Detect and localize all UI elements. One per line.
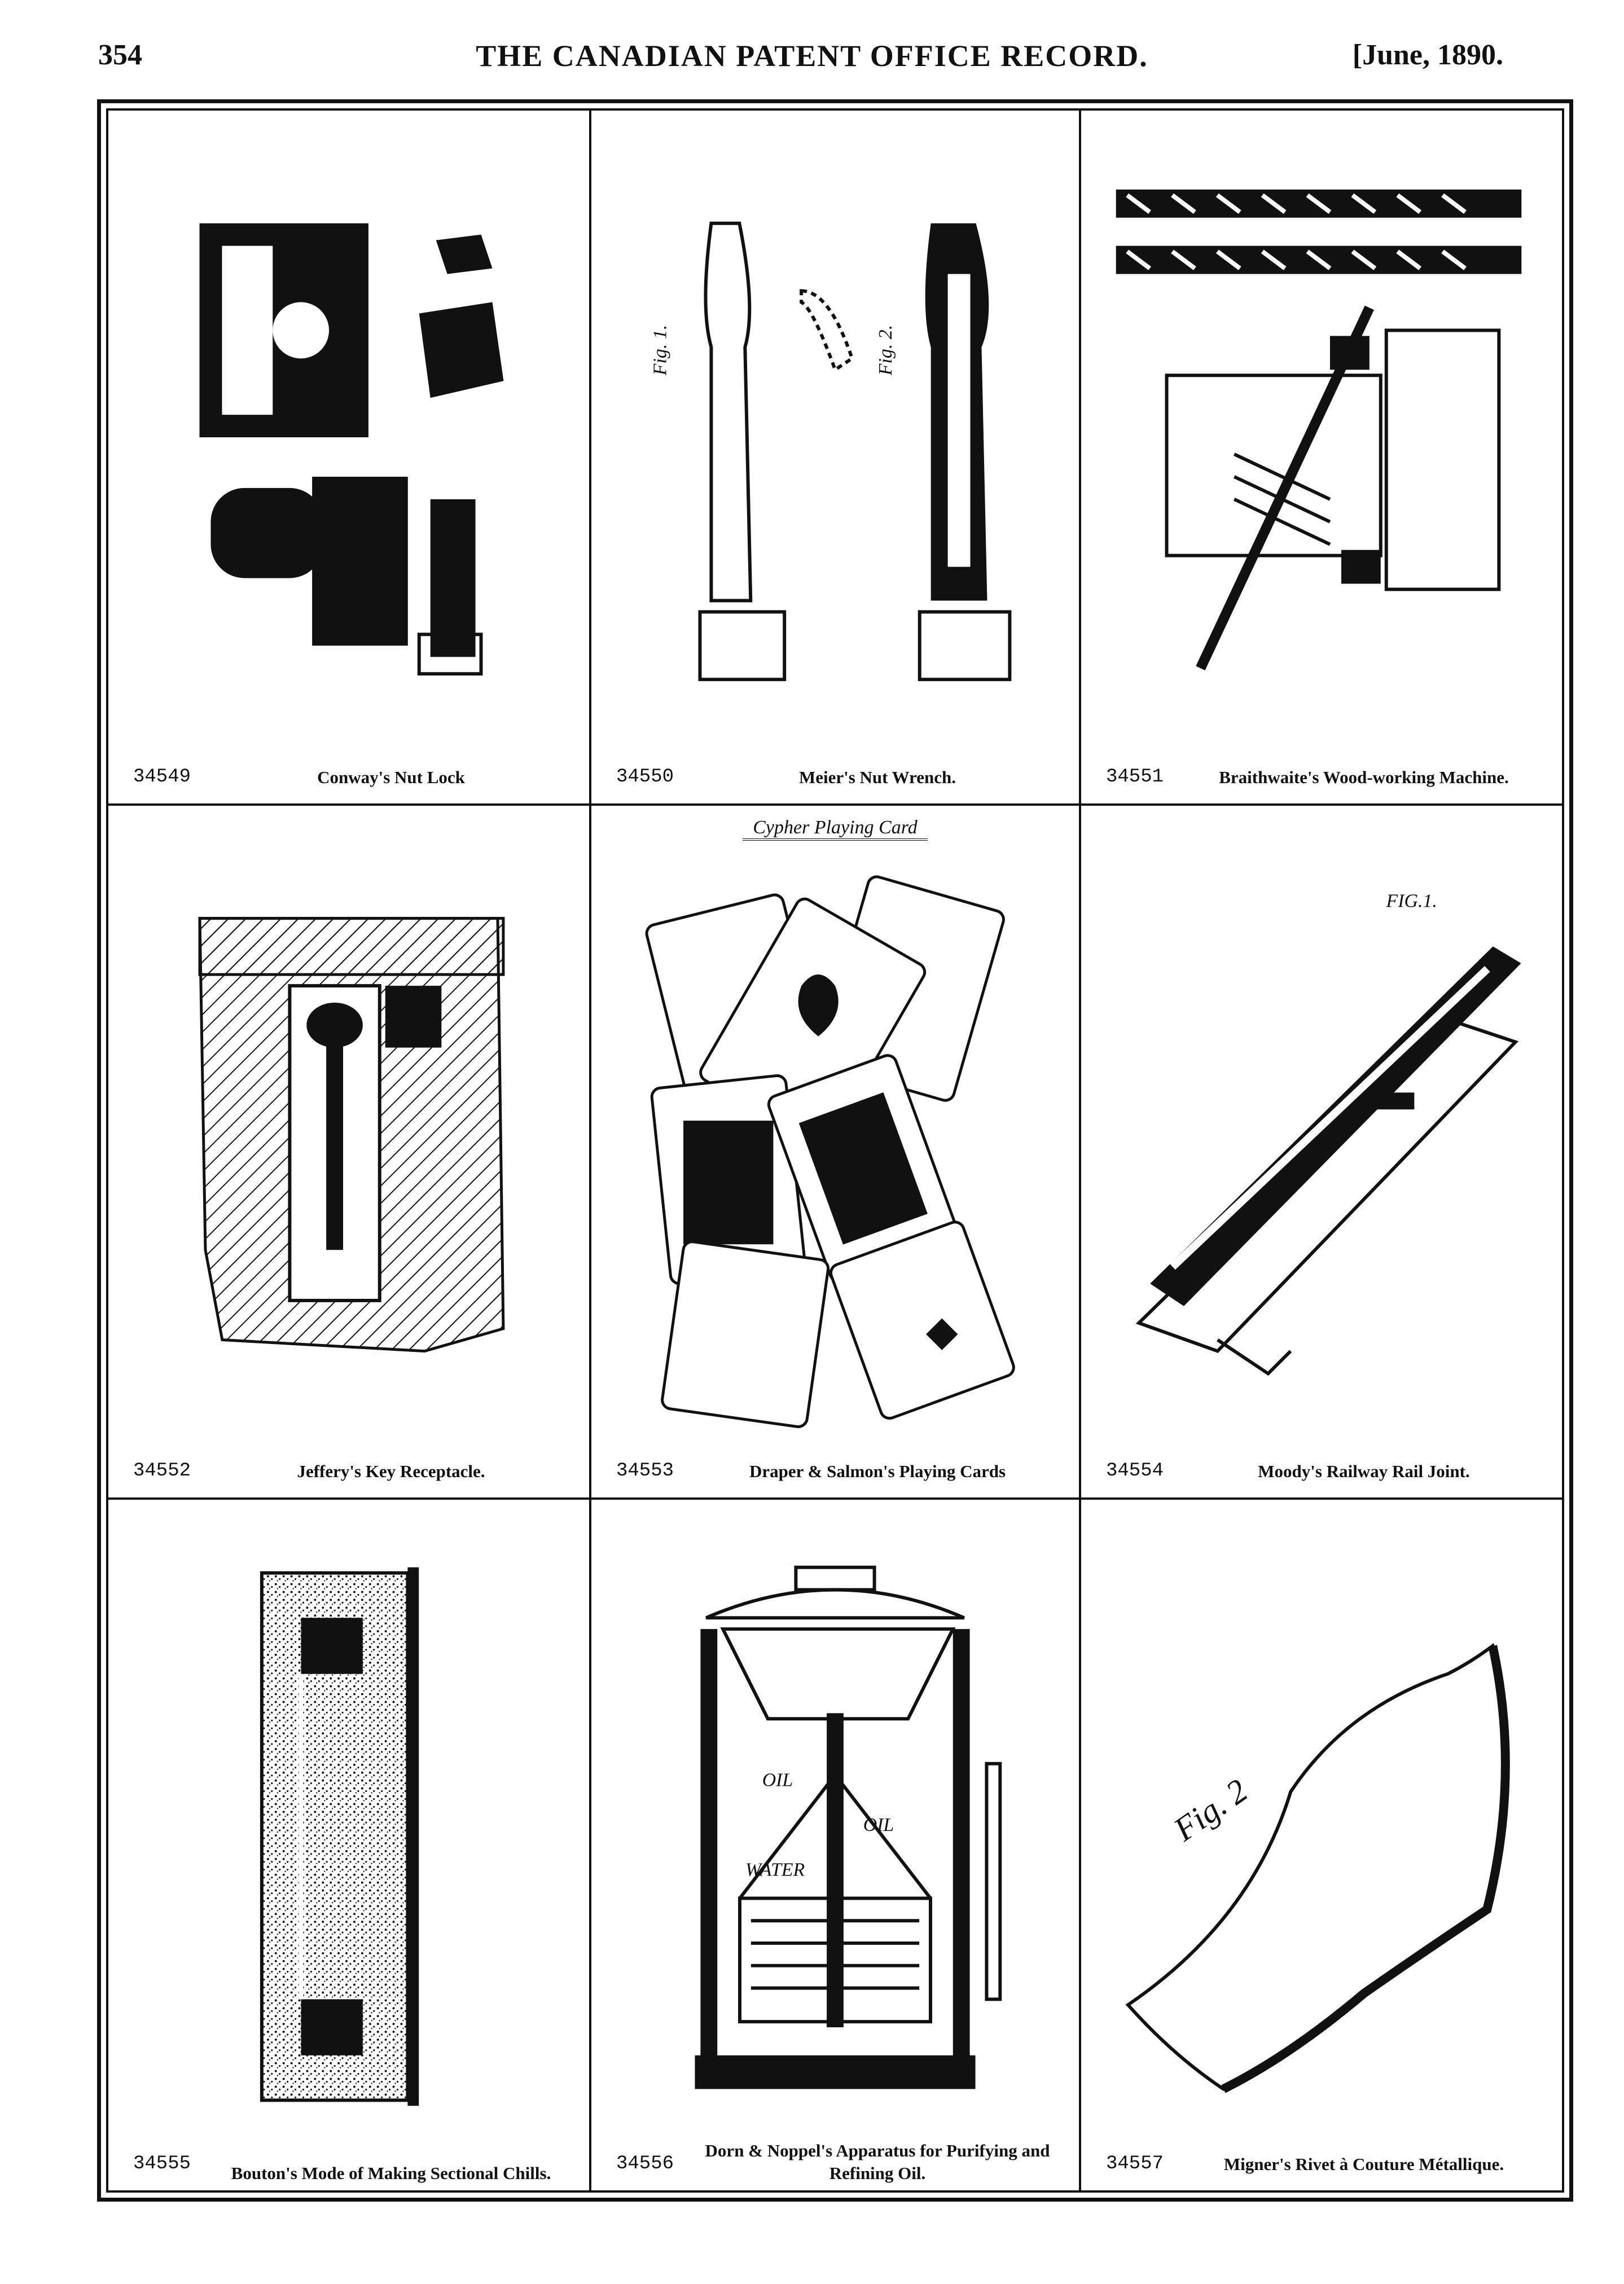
figure-label: Fig. 2. [875,325,896,376]
patent-title: Draper & Salmon's Playing Cards [749,1461,1006,1481]
patent-cell-34549: 34549 Conway's Nut Lock [108,111,589,803]
patent-number: 34551 [1106,766,1164,788]
page-number: 354 [98,39,142,71]
column-divider [589,108,591,2193]
patent-number: 34555 [133,2153,191,2175]
figure-label: WATER [745,1860,805,1881]
patent-title: Bouton's Mode of Making Sectional Chills… [231,2163,551,2183]
patent-cell-34553: Cypher Playing Card 34553 Draper & Salmo… [591,806,1079,1497]
patent-number: 34554 [1106,1460,1164,1482]
patent-title: Conway's Nut Lock [317,767,465,787]
playing-cards-figure [614,856,1056,1435]
key-receptacle-figure [131,856,567,1435]
patent-title: Jeffery's Key Receptacle. [297,1461,485,1481]
row-divider [106,1497,1564,1500]
patent-number: 34553 [616,1460,674,1482]
patent-title: Braithwaite's Wood-working Machine. [1219,767,1509,787]
patent-cell-34550: Fig. 1. Fig. 2. 34550 Meier's Nut Wrench… [591,111,1079,803]
rail-joint-figure: FIG.1. [1104,856,1539,1435]
patent-cell-34557: Fig. 2 34557 Migner's Rivet à Couture Mé… [1081,1500,1562,2190]
patent-number: 34550 [616,766,674,788]
figure-label: Fig. 1. [650,325,671,376]
nut-wrench-figure: Fig. 1. Fig. 2. [614,161,1056,741]
row-divider [106,803,1564,806]
patent-number: 34549 [133,766,191,788]
column-divider [1079,108,1081,2193]
figure-label: FIG.1. [1386,891,1437,912]
patent-cell-34552: 34552 Jeffery's Key Receptacle. [108,806,589,1497]
nut-lock-figure [131,161,567,741]
patent-title: Dorn & Noppel's Apparatus for Purifying … [705,2141,1050,2183]
figure-label: OIL [863,1815,894,1835]
figure-label: Fig. 2 [1166,1772,1254,1848]
card-banner: Cypher Playing Card [591,817,1079,841]
patent-number: 34552 [133,1460,191,1482]
patent-title: Moody's Railway Rail Joint. [1258,1461,1470,1481]
patent-cell-34555: 34555 Bouton's Mode of Making Sectional … [108,1500,589,2190]
patent-cell-34554: FIG.1. 34554 Moody's Railway Rail Joint. [1081,806,1562,1497]
figure-label: OIL [762,1770,793,1791]
banner-text: Cypher Playing Card [743,817,928,841]
wood-working-machine-figure [1104,161,1539,741]
plate-inner-border [106,108,1564,2193]
sectional-chills-figure [131,1551,567,2128]
rivet-figure: Fig. 2 [1104,1551,1539,2128]
patent-number: 34556 [616,2153,674,2175]
patent-title: Meier's Nut Wrench. [798,767,956,787]
plate-outer-border [97,99,1573,2202]
issue-date: [June, 1890. [1352,39,1503,71]
patent-title: Migner's Rivet à Couture Métallique. [1223,2154,1504,2174]
patent-cell-34551: 34551 Braithwaite's Wood-working Machine… [1081,111,1562,803]
oil-apparatus-figure: OIL OIL WATER [614,1551,1056,2128]
patent-cell-34556: OIL OIL WATER 34556 Dorn & Noppel's Appa… [591,1500,1079,2190]
patent-number: 34557 [1106,2153,1164,2175]
page-title: THE CANADIAN PATENT OFFICE RECORD. [476,39,1148,73]
